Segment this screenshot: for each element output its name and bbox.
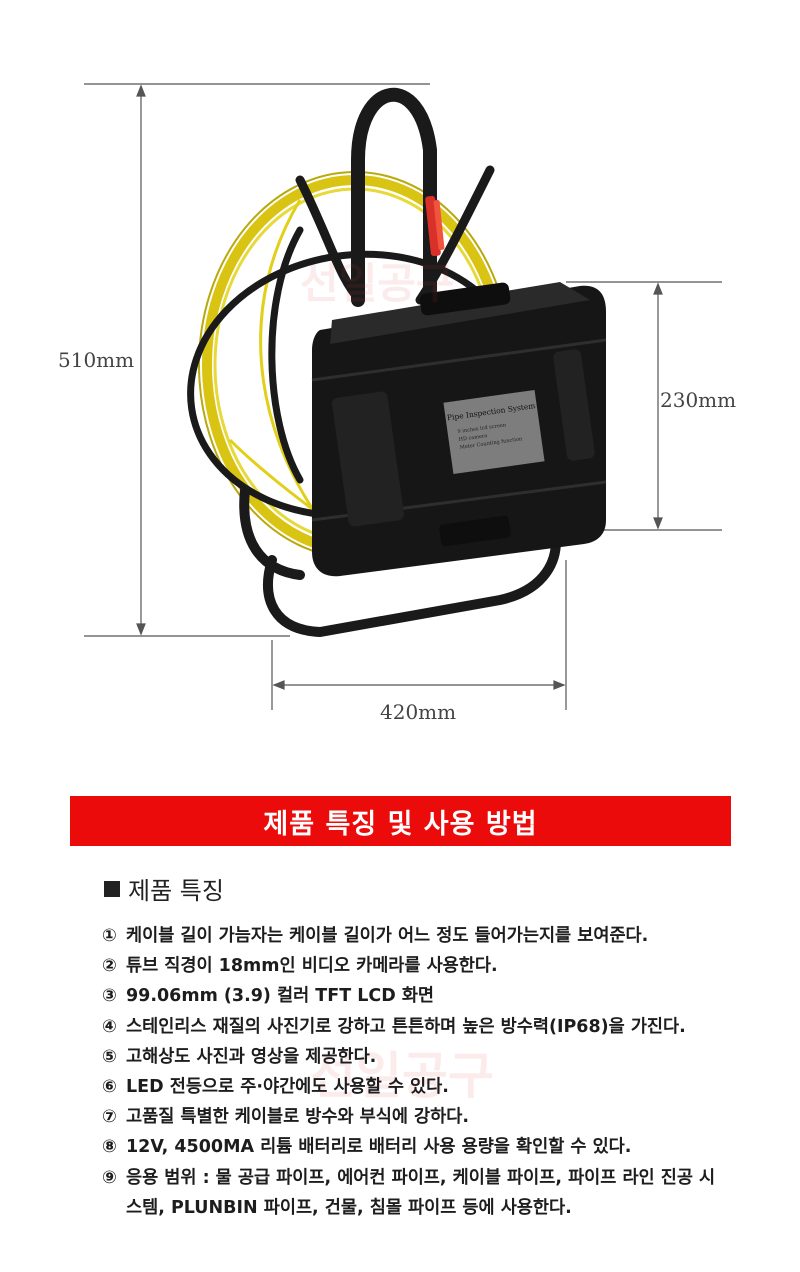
list-item: ④ 스테인리스 재질의 사진기로 강하고 튼튼하며 높은 방수력(IP68)을 가… bbox=[102, 1012, 722, 1042]
feature-text: LED 전등으로 주·야간에도 사용할 수 있다. bbox=[126, 1077, 449, 1098]
feature-text: 케이블 길이 가늠자는 케이블 길이가 어느 정도 들어가는지를 보여준다. bbox=[126, 926, 649, 946]
list-item: ① 케이블 길이 가늠자는 케이블 길이가 어느 정도 들어가는지를 보여준다. bbox=[102, 921, 722, 951]
feature-number: ⑦ bbox=[102, 1107, 117, 1128]
dimension-width-label: 420mm bbox=[380, 700, 457, 724]
feature-number: ② bbox=[102, 956, 117, 977]
list-item: ② 튜브 직경이 18mm인 비디오 카메라를 사용한다. bbox=[102, 951, 722, 981]
red-clip bbox=[425, 195, 445, 257]
section-banner: 제품 특징 및 사용 방법 bbox=[70, 796, 731, 846]
feature-number: ⑨ bbox=[102, 1167, 117, 1188]
dimension-height-label: 510mm bbox=[58, 348, 135, 372]
list-item: ⑧ 12V, 4500MA 리튬 배터리로 배터리 사용 용량을 확인할 수 있다… bbox=[102, 1132, 722, 1162]
features-heading: 제품 특징 bbox=[104, 871, 224, 906]
features-heading-text: 제품 특징 bbox=[128, 877, 224, 905]
feature-text: 고해상도 사진과 영상을 제공한다. bbox=[126, 1046, 377, 1067]
black-case: Pipe Inspection System 9 inches lcd scre… bbox=[311, 282, 607, 577]
square-icon bbox=[104, 880, 120, 897]
feature-number: ⑥ bbox=[102, 1077, 117, 1098]
case-plate-line-2: HD camera bbox=[458, 433, 487, 443]
cable-reel-illustration: Pipe Inspection System 9 inches lcd scre… bbox=[84, 83, 722, 710]
feature-text: 튜브 직경이 18mm인 비디오 카메라를 사용한다. bbox=[126, 956, 498, 977]
feature-text: 고품질 특별한 케이블로 방수와 부식에 강하다. bbox=[126, 1107, 470, 1128]
feature-text: 99.06mm (3.9) 컬러 TFT LCD 화면 bbox=[126, 986, 435, 1007]
dimension-lines bbox=[84, 83, 722, 710]
feature-text: 12V, 4500MA 리튬 배터리로 배터리 사용 용량을 확인할 수 있다. bbox=[126, 1137, 632, 1158]
list-item: ③ 99.06mm (3.9) 컬러 TFT LCD 화면 bbox=[102, 981, 722, 1011]
list-item: ⑨ 응용 범위 : 물 공급 파이프, 에어컨 파이프, 케이블 파이프, 파이프… bbox=[102, 1163, 722, 1223]
feature-text: 응용 범위 : 물 공급 파이프, 에어컨 파이프, 케이블 파이프, 파이프 … bbox=[126, 1167, 716, 1218]
feature-text: 스테인리스 재질의 사진기로 강하고 튼튼하며 높은 방수력(IP68)을 가진… bbox=[126, 1016, 686, 1037]
list-item: ⑦ 고품질 특별한 케이블로 방수와 부식에 강하다. bbox=[102, 1102, 722, 1132]
product-figure: Pipe Inspection System 9 inches lcd scre… bbox=[84, 83, 722, 710]
banner-title: 제품 특징 및 사용 방법 bbox=[263, 808, 538, 840]
feature-number: ⑧ bbox=[102, 1137, 117, 1158]
feature-number: ⑤ bbox=[102, 1046, 117, 1067]
list-item: ⑥ LED 전등으로 주·야간에도 사용할 수 있다. bbox=[102, 1072, 722, 1102]
feature-number: ③ bbox=[102, 986, 117, 1007]
feature-number: ④ bbox=[102, 1016, 117, 1037]
list-item: ⑤ 고해상도 사진과 영상을 제공한다. bbox=[102, 1042, 722, 1072]
feature-number: ① bbox=[102, 926, 117, 946]
dimension-case-height-label: 230mm bbox=[660, 388, 737, 412]
